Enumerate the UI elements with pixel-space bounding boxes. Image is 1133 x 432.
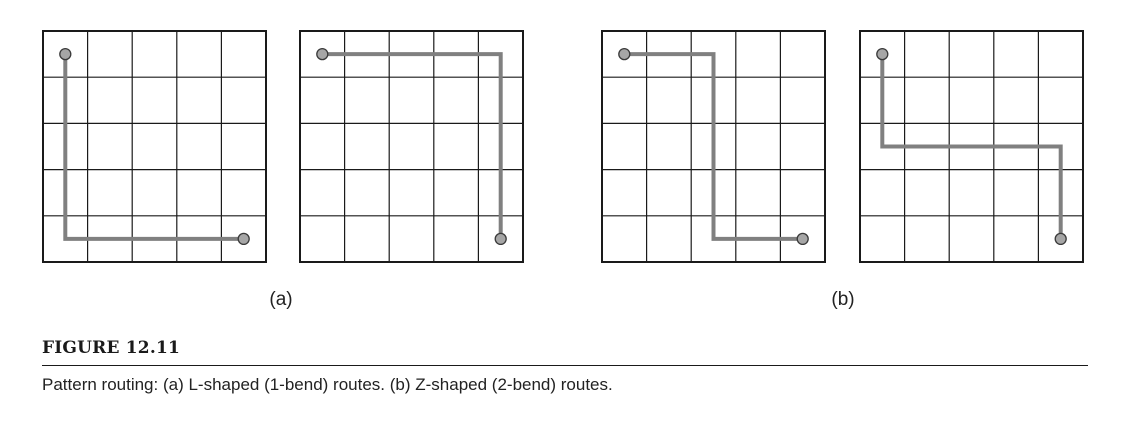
figure-caption: Pattern routing: (a) L-shaped (1-bend) r…: [42, 375, 613, 394]
source-pin: [618, 47, 631, 61]
route-path: [624, 52, 803, 241]
grid-border: [299, 30, 524, 263]
source-pin: [876, 47, 889, 61]
title-divider: [42, 365, 1088, 366]
grid-panel-a-right: [299, 30, 524, 263]
grid-panel-a-left: [42, 30, 267, 263]
route-path: [322, 52, 503, 239]
figure-title: FIGURE 12.11: [42, 338, 181, 358]
grid-border: [601, 30, 826, 263]
target-pin: [494, 232, 507, 246]
source-pin: [316, 47, 329, 61]
target-pin: [237, 232, 250, 246]
grid-border: [42, 30, 267, 263]
subfigure-label-a: (a): [269, 289, 292, 310]
target-pin: [1054, 232, 1067, 246]
target-pin: [796, 232, 809, 246]
route-path: [63, 54, 244, 241]
subfigure-label-b: (b): [831, 289, 854, 310]
route-path: [880, 54, 1063, 239]
grid-panel-b-right: [859, 30, 1084, 263]
source-pin: [59, 47, 72, 61]
grid-border: [859, 30, 1084, 263]
grid-panel-b-left: [601, 30, 826, 263]
